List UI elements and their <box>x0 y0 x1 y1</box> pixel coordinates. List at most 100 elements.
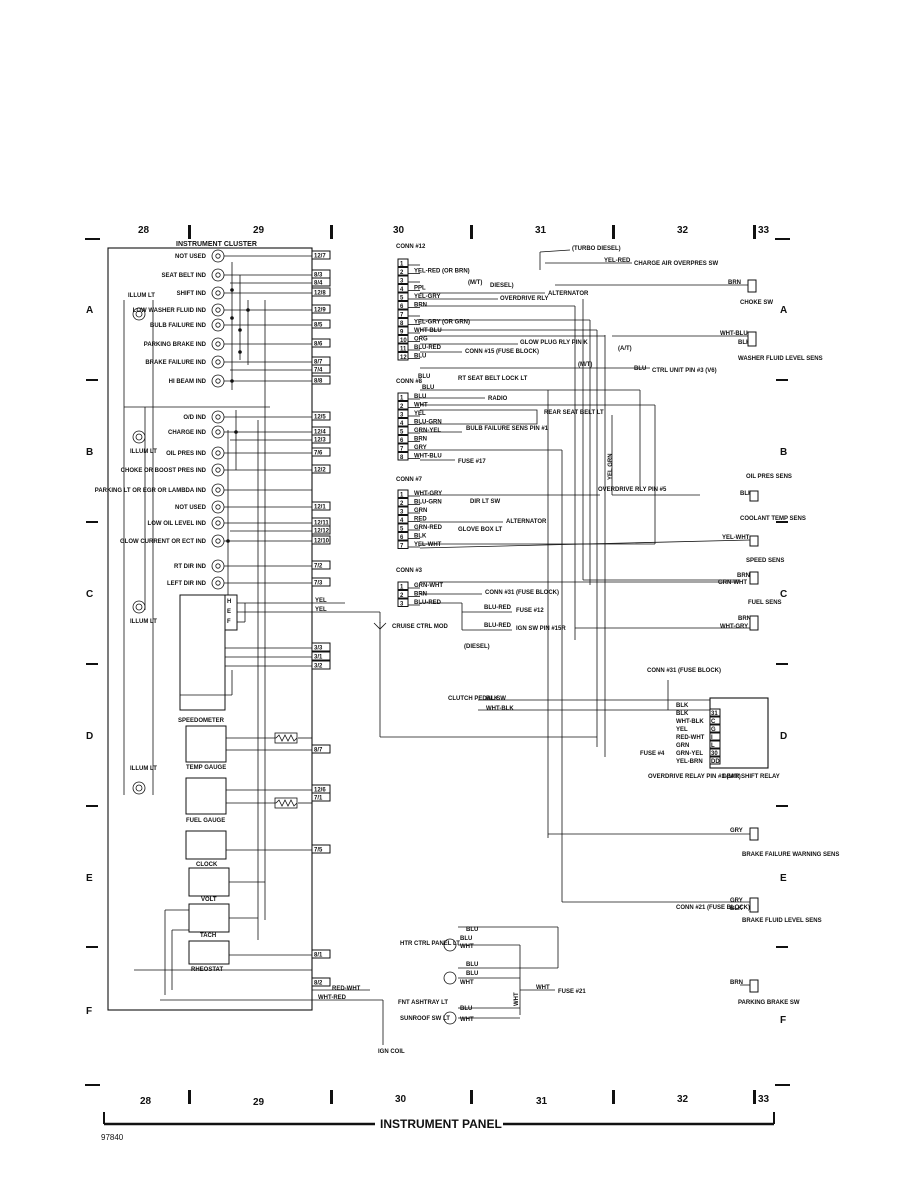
col-29: 29 <box>253 225 265 236</box>
coolant-label: COOLANT TEMP SENS <box>740 516 806 522</box>
indicator-conn: 12/10 <box>314 539 330 545</box>
conn31-label: CONN #31 (FUSE BLOCK) <box>647 668 721 674</box>
clutch-wire1: BLK <box>486 696 499 702</box>
washer-wire: WHT-BLU <box>720 331 748 337</box>
conn3-wire: GRN-WHT <box>414 583 443 589</box>
svg-text:33: 33 <box>758 1094 770 1105</box>
row-a: A <box>86 305 93 316</box>
conn8-wire: BLU <box>414 394 426 400</box>
conn7-pin: 6 <box>400 535 404 541</box>
conn7-wire: YEL-WHT <box>414 542 442 548</box>
brake-fluid-wire2: BLK <box>730 906 743 912</box>
indicator-label: LEFT DIR IND <box>167 581 207 587</box>
wht-fuse-wire: WHT <box>536 985 550 991</box>
conn7-glove: GLOVE BOX LT <box>458 527 503 533</box>
speedo-pin-f: F <box>227 619 231 625</box>
speedo-pin-h: H <box>227 599 231 605</box>
svg-text:D: D <box>780 731 787 742</box>
indicator-lamp <box>211 576 225 590</box>
instrument-panel-title: INSTRUMENT PANEL <box>380 1117 502 1131</box>
fuse21-label: FUSE #21 <box>558 989 586 995</box>
conn12-pin: 9 <box>400 330 404 336</box>
svg-text:29: 29 <box>253 1097 265 1108</box>
relay-wire: BLK <box>676 703 689 709</box>
indicator-label: OIL PRES IND <box>166 451 207 457</box>
htr-w2: BLU <box>460 936 472 942</box>
indicator-label: SHIFT IND <box>177 291 207 297</box>
col-33: 33 <box>758 225 770 236</box>
conn7-wire: WHT-GRY <box>414 491 442 497</box>
indicator-conn: 12/4 <box>314 430 326 436</box>
indicator-label: CHOKE OR BOOST PRES IND <box>121 468 207 474</box>
conn3-blu-red: BLU-RED <box>484 605 512 611</box>
lower-conn-label: 3/3 <box>314 646 323 652</box>
choke-label: CHOKE SW <box>740 300 773 306</box>
fuel-gauge-label: FUEL GAUGE <box>186 818 225 824</box>
conn12-pin: 1 <box>400 262 404 268</box>
indicator-label: HI BEAM IND <box>169 379 207 385</box>
sunroof-label: SUNROOF SW LT <box>400 1016 450 1022</box>
lower-conn-label: 3/1 <box>314 655 323 661</box>
illum-label-4: ILLUM LT <box>130 766 157 772</box>
conn8-wire: BRN <box>414 437 427 443</box>
choke-wire: BRN <box>728 280 741 286</box>
conn7-pin: 2 <box>400 501 404 507</box>
ashtray-w3: WHT <box>460 980 474 986</box>
row-markers: A A B B C C D D E E F F <box>86 305 788 1026</box>
conn12-overdrive-rly: OVERDRIVE RLY <box>500 296 548 302</box>
conn8-blu2: BLU <box>422 385 434 391</box>
indicator-lamp <box>211 374 225 388</box>
indicator-conn: 12/12 <box>314 529 330 535</box>
conn12-alternator: ALTERNATOR <box>548 291 589 297</box>
indicator-conn: 12/2 <box>314 468 326 474</box>
indicator-conn: 8/6 <box>314 342 323 348</box>
conn12-pin: 7 <box>400 313 404 319</box>
parking-wire: BRN <box>730 980 743 986</box>
svg-text:28: 28 <box>140 1096 152 1107</box>
indicator-lamp <box>211 483 225 497</box>
conn12-pin: 11 <box>400 347 407 353</box>
indicator-lamp <box>211 268 225 282</box>
conn3-conn31: CONN #31 (FUSE BLOCK) <box>485 590 559 596</box>
row-d: D <box>86 731 93 742</box>
conn8-blu-top: BLU <box>418 374 430 380</box>
indicator-lamp <box>211 516 225 530</box>
illum-label-2: ILLUM LT <box>130 449 157 455</box>
indicator-lamp <box>211 303 225 317</box>
lower-conn-label: 8/7 <box>314 748 323 754</box>
conn3-pin: 1 <box>400 585 404 591</box>
brake-fail-label: BRAKE FAILURE WARNING SENS <box>742 852 839 858</box>
svg-text:B: B <box>780 447 787 458</box>
indicator-conn: 8/3 <box>314 273 323 279</box>
illum-lights: ILLUM LT ILLUM LT ILLUM LT ILLUM LT <box>123 293 270 795</box>
wire-wht-red: WHT-RED <box>318 995 347 1001</box>
conn8-wire: YEL <box>414 411 426 417</box>
conn12-wire: PPL <box>414 286 426 292</box>
lower-conn-label: 3/2 <box>314 664 323 670</box>
conn3-fuse12: FUSE #12 <box>516 608 544 614</box>
oil-label: OIL PRES SENS <box>746 474 792 480</box>
gauges: H E F SPEEDOMETER TEMP GAUGE FUEL GAUGE … <box>134 300 312 995</box>
indicator-conn: 12/3 <box>314 438 326 444</box>
conn7-pin: 1 <box>400 493 404 499</box>
conn12-pin: 4 <box>400 287 404 293</box>
indicator-lamp <box>211 410 225 424</box>
conn3-pin: 2 <box>400 593 404 599</box>
indicator-conn: 12/9 <box>314 308 326 314</box>
relay-pin: G <box>711 727 716 733</box>
indicator-conn: 8/5 <box>314 323 323 329</box>
wire-red-wht: RED-WHT <box>332 986 361 992</box>
conn8-fuse17: FUSE #17 <box>458 459 486 465</box>
conn12-wire: BRN <box>414 303 427 309</box>
clutch-wire2: WHT-BLK <box>486 706 514 712</box>
indicator-lamp <box>211 337 225 351</box>
indicator-conn: 7/4 <box>314 368 323 374</box>
svg-text:E: E <box>780 873 787 884</box>
conn12-pin: 12 <box>400 355 407 361</box>
conn8-bulb-failure: BULB FAILURE SENS PIN #1 <box>466 426 549 432</box>
relay-pin: DD <box>711 759 720 765</box>
